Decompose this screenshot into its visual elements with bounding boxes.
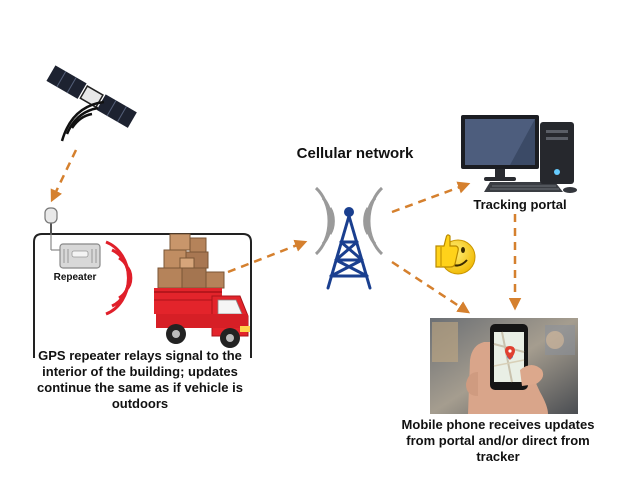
- building-outline: [33, 233, 252, 358]
- gps-repeater-caption: GPS repeater relays signal to the interi…: [37, 348, 243, 411]
- signal-arrows: [50, 149, 522, 314]
- mobile-phone-photo: [430, 318, 578, 414]
- delivery-truck-icon: [154, 233, 250, 348]
- arrow-satellite-to-antenna: [50, 149, 78, 203]
- thumbs-up-emoji-icon: [435, 234, 476, 275]
- cellular-network-label: Cellular network: [296, 145, 414, 162]
- repeater-label: Repeater: [53, 272, 97, 283]
- arrow-tower-to-phone: [391, 260, 471, 314]
- signal-waves-icon: [105, 240, 133, 316]
- arrow-truck-to-tower: [227, 239, 308, 274]
- mobile-phone-caption: Mobile phone receives updates from porta…: [401, 417, 595, 464]
- repeater-device-icon: [59, 243, 101, 269]
- cell-tower-icon: [314, 186, 384, 290]
- satellite-icon: [46, 65, 137, 142]
- tracking-portal-label: Tracking portal: [473, 197, 567, 212]
- desktop-computer-icon: [461, 115, 577, 193]
